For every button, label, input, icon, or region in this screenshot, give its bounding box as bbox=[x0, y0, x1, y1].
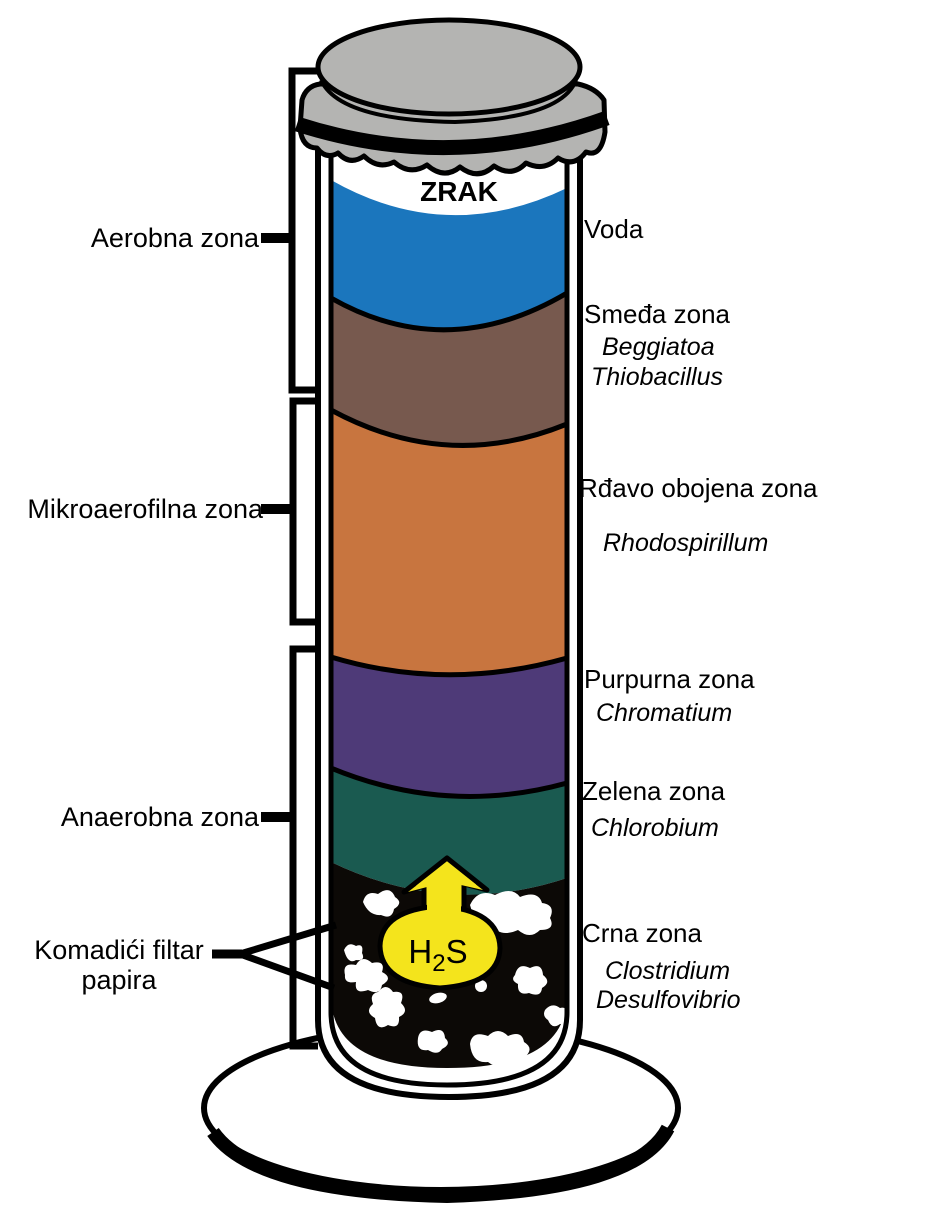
rust-layer bbox=[331, 410, 567, 675]
air-label: ZRAK bbox=[420, 176, 498, 207]
filter-paper-piece bbox=[417, 1030, 448, 1053]
filter-paper-piece bbox=[344, 944, 364, 962]
green-layer bbox=[331, 768, 567, 895]
label-black-zone: Crna zona bbox=[582, 918, 702, 948]
anaerobic-zone-bracket bbox=[289, 645, 318, 1050]
label-water: Voda bbox=[584, 214, 644, 244]
right-labels: Voda Smeđa zona Beggiatoa Thiobacillus R… bbox=[579, 214, 818, 1014]
label-aerobic-zone: Aerobna zona bbox=[91, 223, 260, 253]
filter-paper-piece bbox=[470, 1031, 530, 1066]
h2s-blob bbox=[377, 903, 503, 991]
filter-paper-piece bbox=[344, 958, 388, 993]
label-brown-zone: Smeđa zona bbox=[584, 299, 731, 329]
column-layers bbox=[331, 180, 567, 1068]
h2s-label: H2S bbox=[408, 933, 467, 977]
cap-rim-line bbox=[319, 79, 578, 125]
label-purple-zone: Purpurna zona bbox=[584, 664, 755, 694]
label-clostridium: Clostridium bbox=[605, 957, 730, 985]
label-chlorobium: Chlorobium bbox=[591, 814, 719, 842]
filter-paper-piece bbox=[368, 987, 406, 1028]
cap-rubber-band bbox=[294, 110, 610, 156]
filter-paper-pointer-lower bbox=[238, 950, 336, 992]
filter-paper-piece bbox=[363, 890, 400, 917]
cap-top bbox=[315, 17, 583, 117]
label-beggiatoa: Beggiatoa bbox=[602, 333, 715, 361]
zone-brackets bbox=[261, 67, 318, 1050]
filter-paper-piece bbox=[513, 966, 548, 995]
label-chromatium: Chromatium bbox=[596, 699, 732, 727]
aerobic-zone-bracket bbox=[288, 67, 317, 394]
label-rust-zone: Rđavo obojena zona bbox=[579, 473, 818, 503]
water-brown-boundary bbox=[331, 290, 567, 333]
label-rhodospirillum: Rhodospirillum bbox=[603, 529, 768, 557]
microaerophilic-zone-bracket bbox=[289, 397, 317, 626]
brown-rust-boundary bbox=[331, 407, 567, 448]
brown-layer bbox=[331, 293, 567, 446]
h2s-arrow-fill bbox=[408, 862, 483, 917]
left-labels: Aerobna zona Mikroaerofilna zona Anaerob… bbox=[27, 223, 264, 995]
filter-paper-piece bbox=[429, 992, 447, 1004]
filter-paper-pointer-upper bbox=[238, 921, 338, 958]
purple-layer bbox=[331, 657, 567, 797]
rust-purple-boundary bbox=[331, 654, 567, 678]
label-microaerophilic-zone: Mikroaerofilna zona bbox=[27, 494, 264, 524]
h2s-bubble: H2S bbox=[377, 855, 503, 991]
dish-bottom-rim bbox=[207, 1124, 675, 1204]
label-filter-paper-line1: Komadići filtar bbox=[34, 935, 204, 965]
filter-paper-piece bbox=[544, 1005, 567, 1027]
purple-green-boundary bbox=[331, 765, 567, 799]
label-filter-paper-line2: papira bbox=[81, 965, 157, 995]
jar-cap bbox=[294, 17, 610, 177]
label-thiobacillus: Thiobacillus bbox=[591, 363, 723, 391]
filter-paper-piece bbox=[475, 980, 487, 992]
label-anaerobic-zone: Anaerobna zona bbox=[61, 802, 260, 832]
label-green-zone: Zelena zona bbox=[582, 776, 726, 806]
water-layer bbox=[331, 180, 567, 330]
label-desulfovibrio: Desulfovibrio bbox=[596, 986, 741, 1014]
filter-paper-pieces bbox=[344, 890, 567, 1066]
tube-inner-wall bbox=[328, 135, 570, 1088]
filter-paper-pointers bbox=[212, 921, 338, 992]
